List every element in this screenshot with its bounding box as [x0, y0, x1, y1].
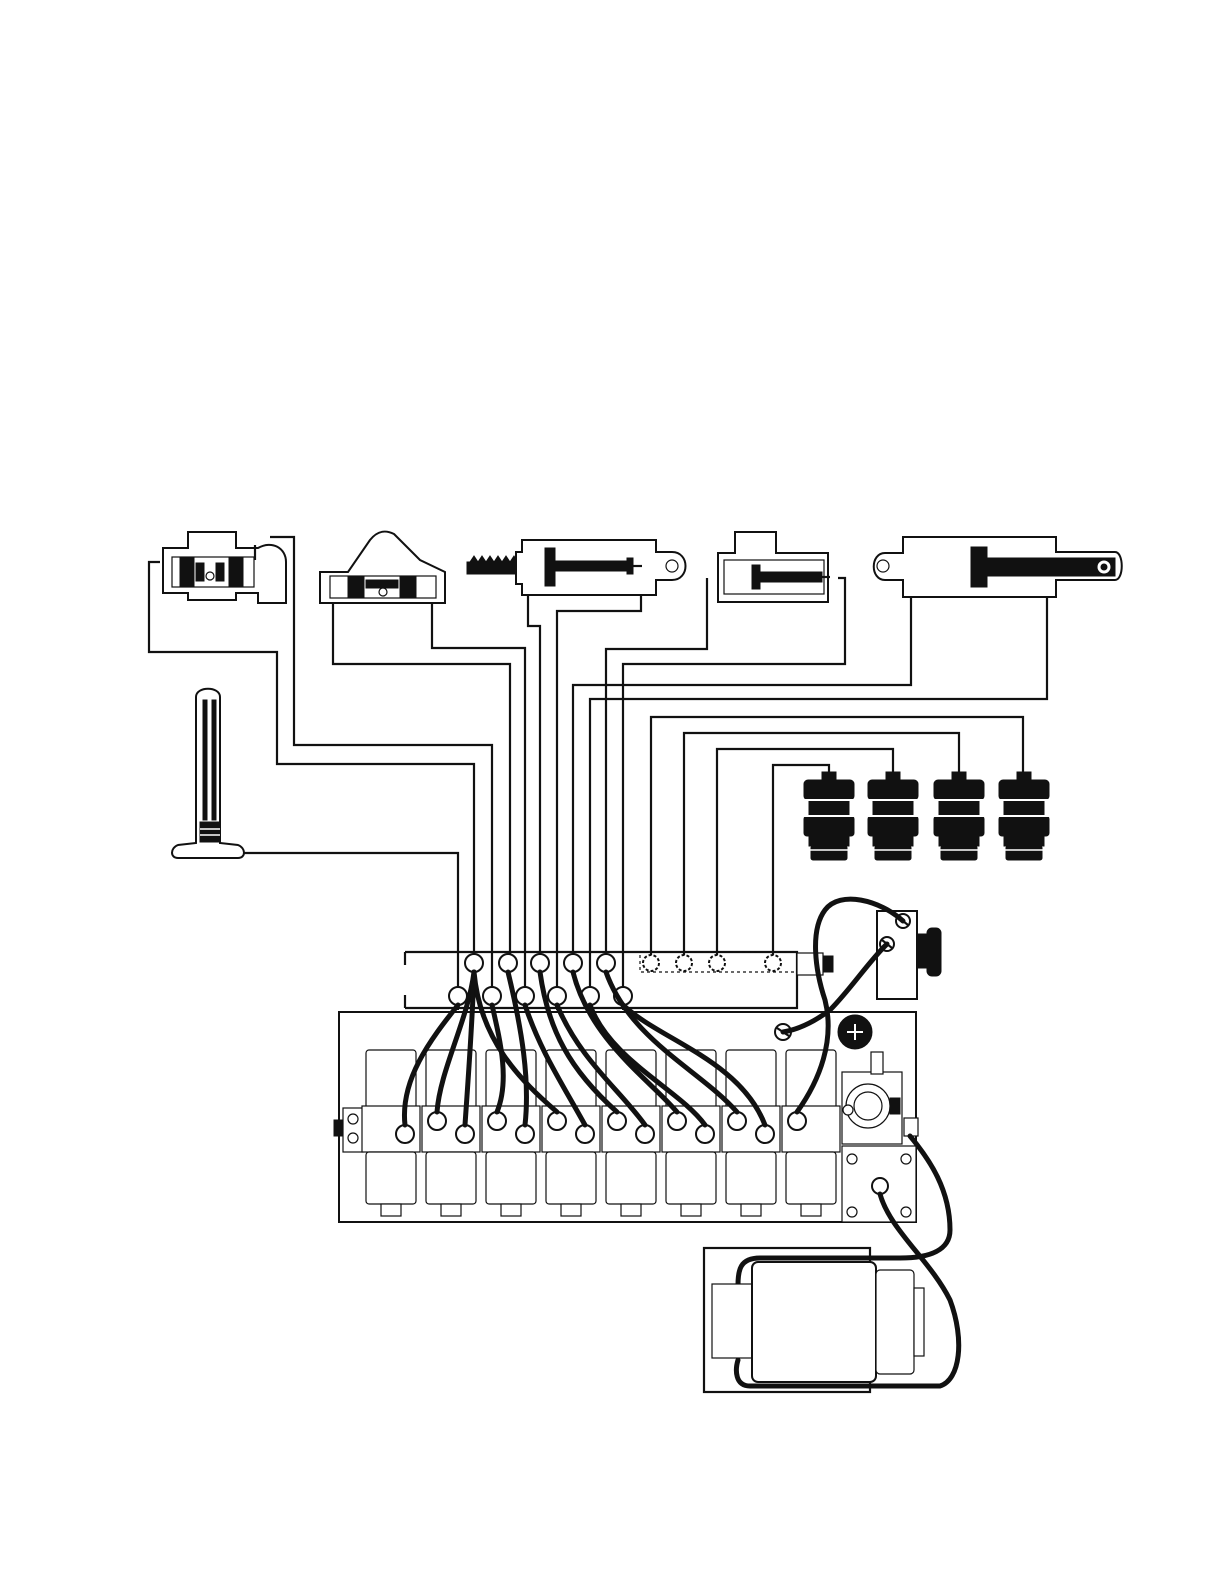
- clevis-cylinder: [874, 537, 1122, 597]
- pressure-switch: [877, 911, 941, 999]
- slave-cylinder-left: [163, 532, 286, 603]
- solenoid-valve-bank: [334, 1012, 918, 1222]
- shock-absorbers: [804, 772, 1049, 860]
- rack-cylinder: [467, 540, 686, 595]
- slave-cylinder-mid: [320, 532, 445, 603]
- vertical-actuator: [172, 689, 244, 858]
- small-cylinder: [718, 532, 830, 602]
- shock-absorber-2: [868, 772, 918, 860]
- solenoid-valve-8: [782, 1050, 840, 1216]
- shock-absorber-1: [804, 772, 854, 860]
- shock-absorber-3: [934, 772, 984, 860]
- shock-absorber-4: [999, 772, 1049, 860]
